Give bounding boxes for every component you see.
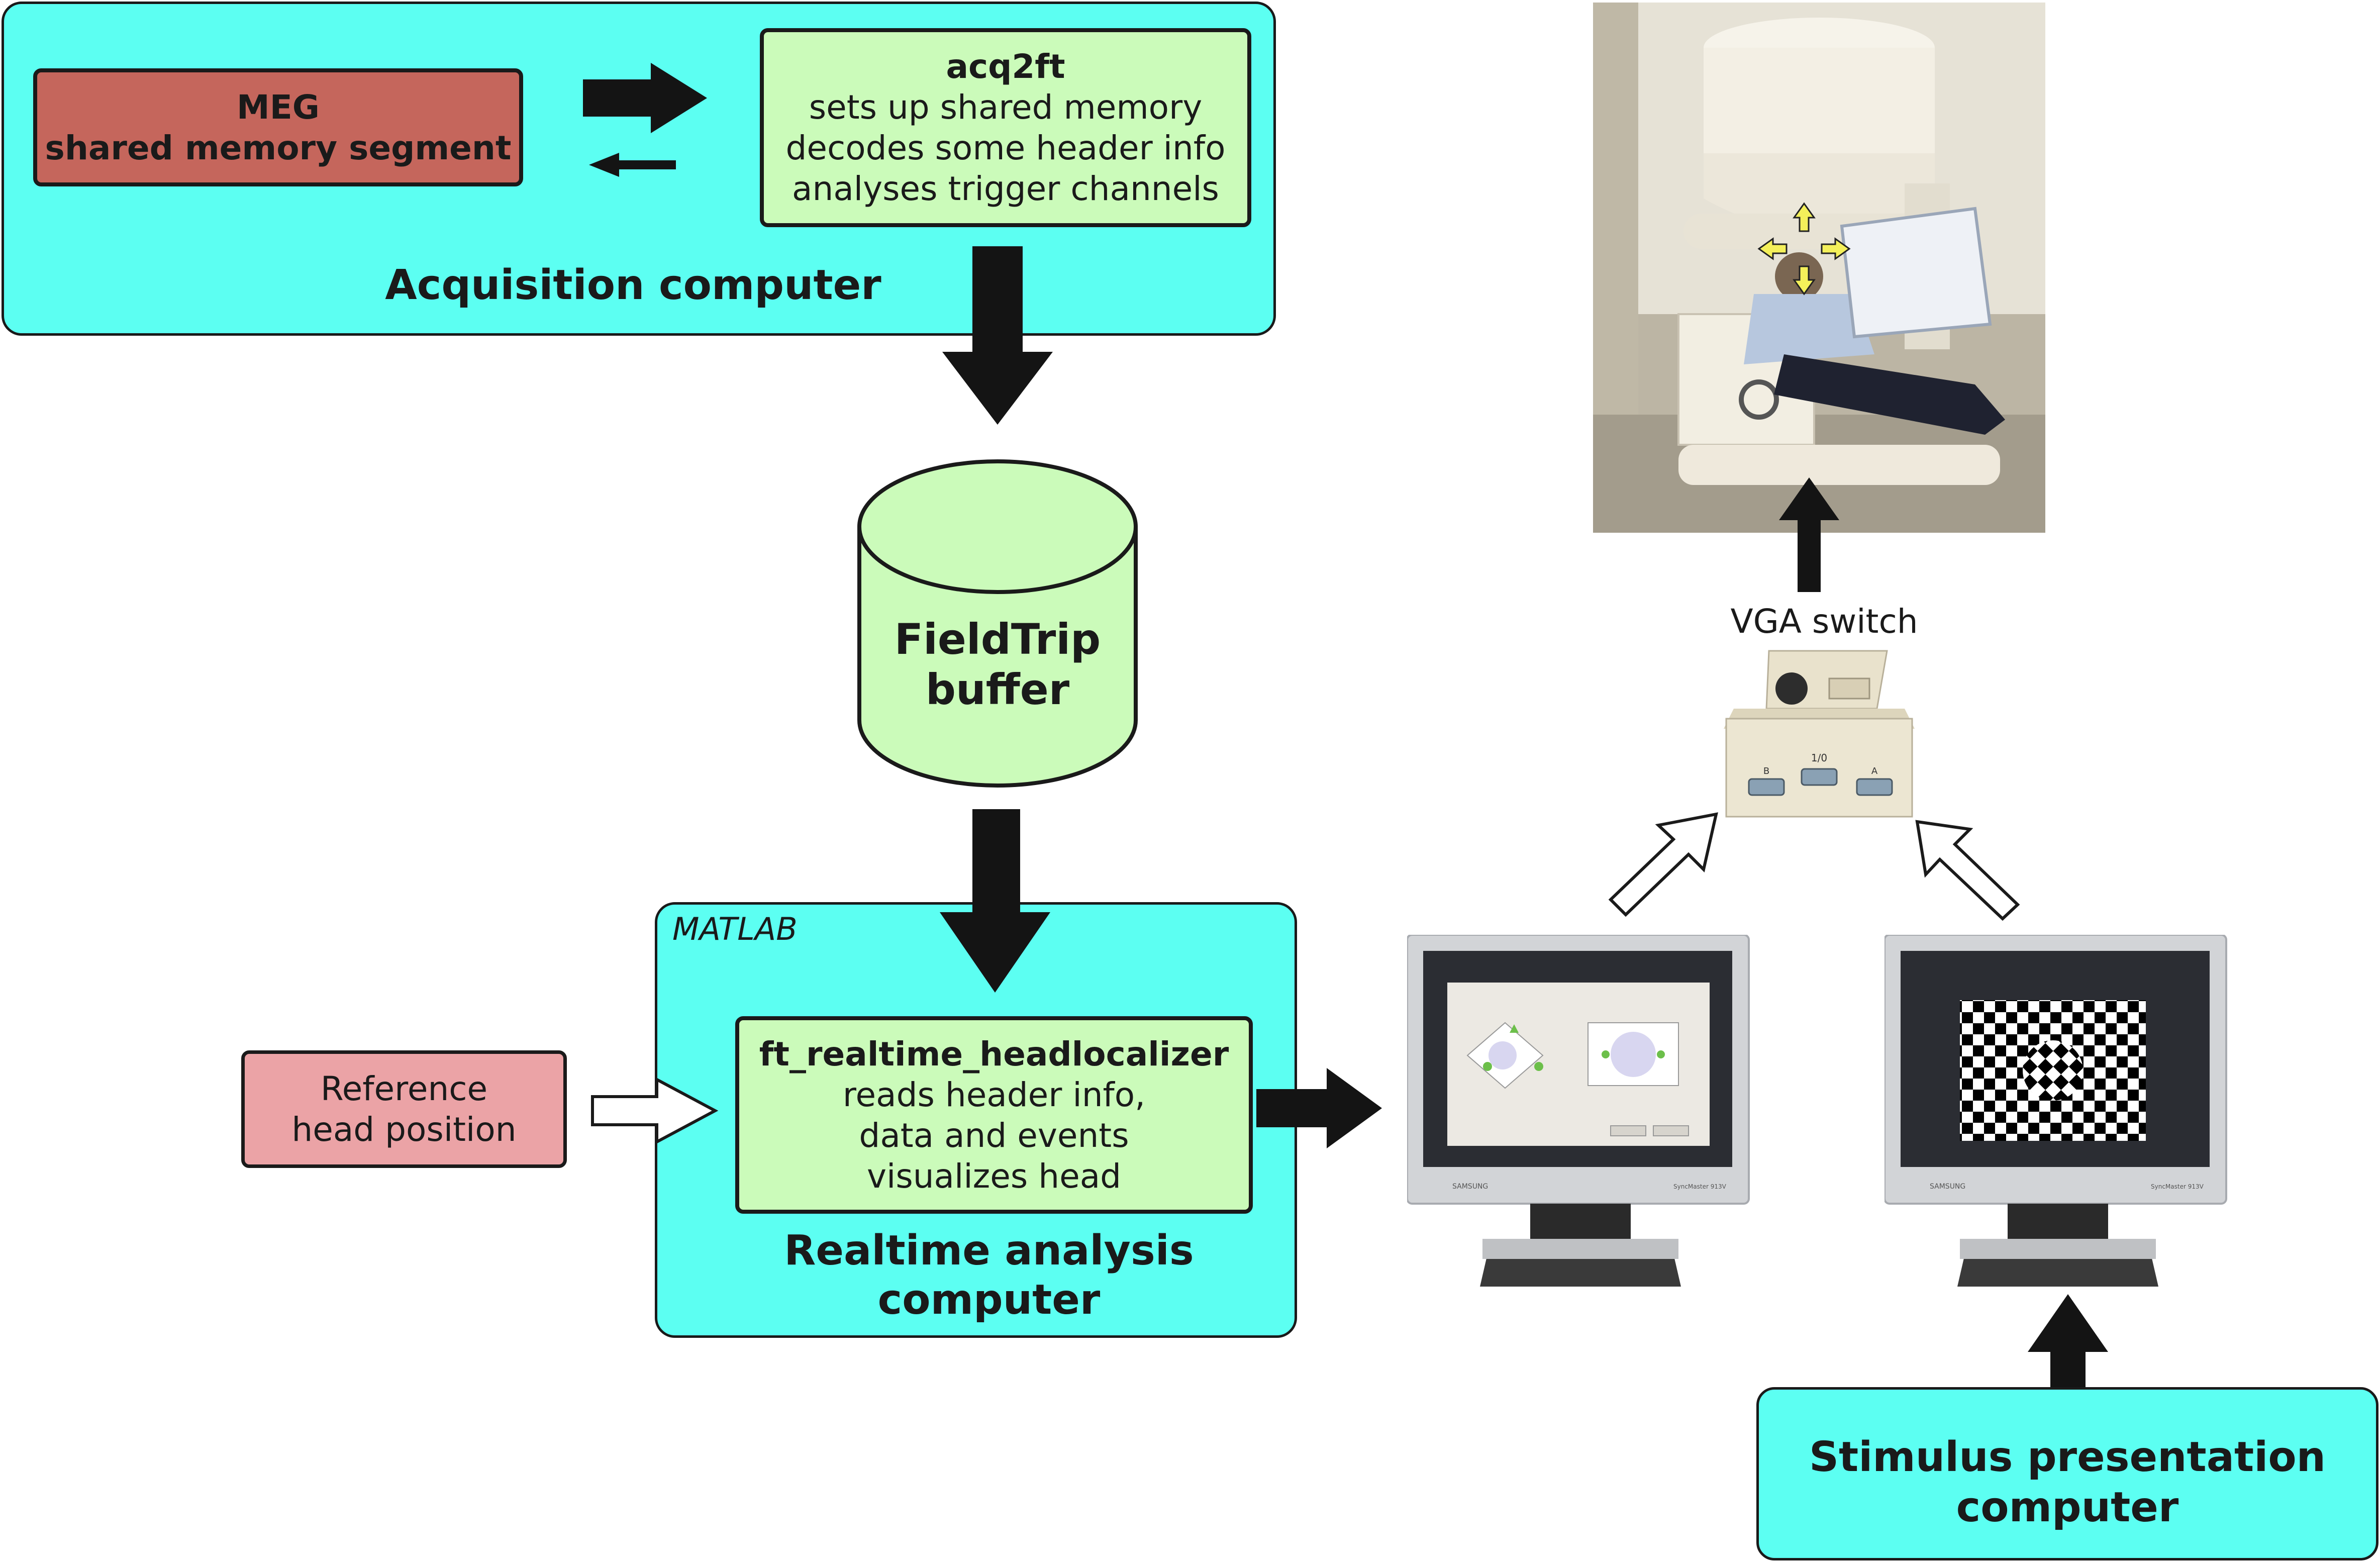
reference-head-position-box: Reference head position	[241, 1050, 567, 1168]
monitor-checkerboard: SAMSUNG SyncMaster 913V	[1885, 935, 2227, 1287]
realtime-title-line2: computer	[877, 1276, 1101, 1324]
headlocalizer-line: visualizes head	[866, 1156, 1122, 1196]
arrow-meg-to-acq2ft	[583, 63, 707, 133]
headlocalizer-line: reads header info,	[842, 1075, 1146, 1114]
stimulus-title-line2: computer	[1956, 1484, 2179, 1531]
stimulus-title-line1: Stimulus presentation	[1809, 1433, 2326, 1481]
acq2ft-box: acq2ft sets up shared memory decodes som…	[760, 28, 1251, 227]
monitor1-brand: SAMSUNG	[1452, 1183, 1488, 1191]
headlocalizer-box: ft_realtime_headlocalizer reads header i…	[735, 1016, 1253, 1214]
matlab-label: MATLAB	[672, 911, 798, 947]
reference-label-line2: head position	[291, 1110, 517, 1149]
arrow-acq2ft-to-buffer	[942, 246, 1053, 425]
realtime-title-line1: Realtime analysis	[784, 1227, 1194, 1275]
arrow-stimulus-to-monitor	[2028, 1294, 2108, 1429]
meg-shared-memory-box: MEG shared memory segment	[33, 68, 523, 186]
vga-port-label: 1/0	[1811, 752, 1827, 764]
headlocalizer-line: data and events	[859, 1116, 1129, 1155]
reference-label-line1: Reference	[320, 1069, 488, 1108]
meg-scanner-photo	[1593, 3, 2045, 533]
acq2ft-line: sets up shared memory	[809, 88, 1203, 127]
meg-label: MEG	[237, 87, 320, 127]
vga-switch-photo: 1/0 A B	[1724, 650, 1915, 818]
arrow-acq2ft-to-meg	[589, 153, 676, 177]
stimulus-computer-title: Stimulus presentation computer	[1756, 1432, 2378, 1533]
arrow-buffer-to-realtime-head	[940, 809, 1050, 993]
arrow-vga-to-scanner	[1779, 477, 1839, 592]
monitor2-model: SyncMaster 913V	[2151, 1183, 2204, 1190]
fieldtrip-buffer-cylinder	[857, 459, 1138, 788]
arrow-reference-to-headlocalizer	[591, 1077, 719, 1145]
acq2ft-line: analyses trigger channels	[792, 169, 1219, 208]
headlocalizer-title: ft_realtime_headlocalizer	[759, 1034, 1229, 1073]
monitor1-model: SyncMaster 913V	[1673, 1183, 1727, 1190]
acq2ft-line: decodes some header info	[785, 129, 1226, 167]
monitor2-brand: SAMSUNG	[1930, 1183, 1965, 1191]
fieldtrip-buffer-label: FieldTrip buffer	[854, 614, 1141, 715]
vga-port-b: B	[1763, 766, 1769, 776]
arrow-realtime-to-monitor	[1256, 1068, 1382, 1148]
meg-sublabel: shared memory segment	[45, 128, 512, 167]
acquisition-computer-title: Acquisition computer	[385, 261, 881, 309]
arrow-monitor1-to-vga	[1608, 812, 1718, 917]
stimulus-computer-panel	[1756, 1387, 2378, 1560]
vga-port-a: A	[1871, 766, 1878, 776]
buffer-label-line2: buffer	[925, 665, 1070, 714]
buffer-label-line1: FieldTrip	[894, 615, 1101, 664]
vga-switch-label: VGA switch	[1730, 602, 1918, 641]
acq2ft-title: acq2ft	[946, 47, 1065, 86]
monitor-headlocalizer: SAMSUNG SyncMaster 913V	[1407, 935, 1750, 1287]
arrow-monitor2-to-vga	[1915, 820, 2020, 921]
realtime-analysis-title: Realtime analysis computer	[655, 1226, 1323, 1325]
